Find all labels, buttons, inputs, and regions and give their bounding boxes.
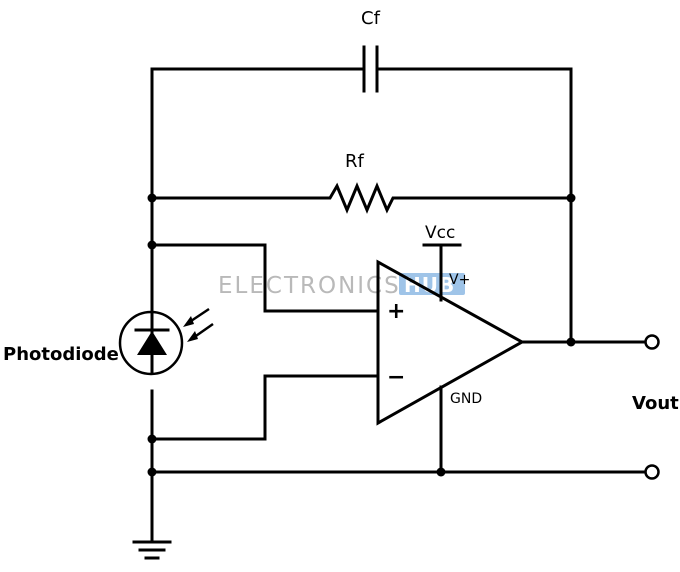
op-amp-triangle — [376, 259, 526, 426]
rf-label: Rf — [345, 151, 365, 172]
vcc-label: Vcc — [425, 223, 455, 243]
rf-zigzag — [150, 182, 573, 214]
junction-dots — [147, 193, 576, 477]
watermark-text: ELECTRONICS — [218, 273, 401, 299]
watermark-badge — [399, 273, 465, 295]
op-amp: + − — [376, 259, 526, 426]
inverting-input-wire — [150, 374, 380, 441]
photodiode-triangle — [137, 331, 167, 355]
junction-dot — [147, 467, 157, 477]
vout-label: Vout — [632, 393, 679, 414]
junction-dot — [147, 240, 157, 250]
watermark-badge-text: HUB — [404, 273, 455, 297]
light-arrowhead-1 — [183, 316, 194, 327]
op-amp-minus: − — [387, 365, 405, 390]
cf-label: Cf — [361, 8, 381, 29]
noninverting-input-wire — [150, 243, 380, 313]
watermark: ELECTRONICS HUB — [218, 273, 465, 299]
ground-terminal — [644, 464, 660, 480]
junction-dot — [147, 434, 157, 444]
junction-dot — [566, 193, 576, 203]
photodiode-label: Photodiode — [3, 344, 119, 365]
light-arrowhead-2 — [187, 331, 198, 342]
vplus-label: V+ — [449, 272, 470, 288]
op-amp-plus: + — [387, 299, 405, 324]
cf-right-wire — [378, 67, 573, 198]
cf-left-wire — [150, 67, 363, 198]
gnd-label: GND — [450, 391, 482, 407]
ground-symbol — [132, 540, 172, 560]
capacitor-cf — [150, 45, 573, 198]
junction-dot — [436, 467, 446, 477]
junction-dot — [147, 193, 157, 203]
junction-dot — [566, 337, 576, 347]
vout-terminal — [644, 334, 660, 350]
resistor-rf — [150, 182, 573, 214]
photodiode — [118, 307, 214, 376]
